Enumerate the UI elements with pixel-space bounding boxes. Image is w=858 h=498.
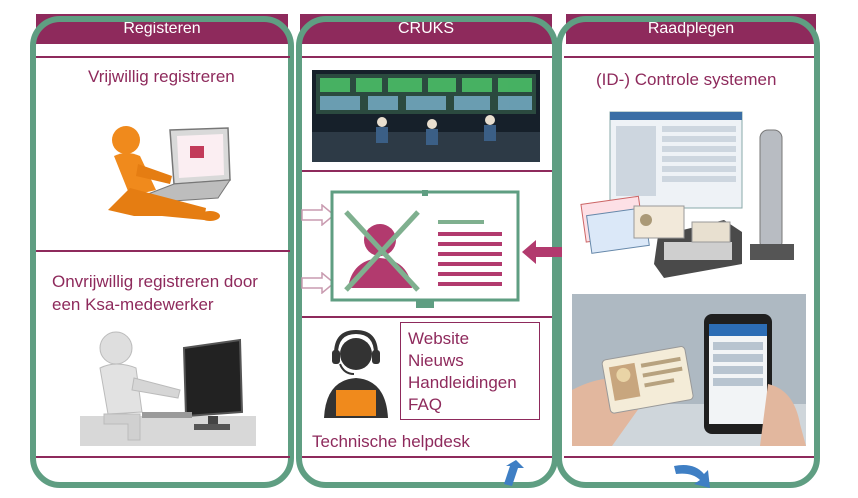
divider — [564, 56, 814, 58]
headset-agent-icon — [314, 328, 398, 422]
divider — [564, 456, 814, 458]
involuntary-label: Onvrijwillig registreren door een Ksa-me… — [52, 272, 258, 314]
phone-id-check-photo — [572, 294, 806, 446]
divider — [302, 456, 552, 458]
divider — [36, 56, 290, 58]
person-at-laptop-figure — [78, 98, 258, 228]
id-scanner-photo — [574, 104, 804, 284]
divider — [302, 170, 552, 172]
link-nieuws[interactable]: Nieuws — [408, 351, 464, 370]
arrow-down-icon — [672, 462, 712, 497]
divider — [302, 316, 552, 318]
link-faq[interactable]: FAQ — [408, 395, 443, 414]
header-raadplegen: Raadplegen — [566, 14, 816, 44]
divider — [302, 56, 552, 58]
crossed-out-profile-card-icon — [330, 190, 520, 308]
helpdesk-label: Technische helpdesk — [312, 432, 470, 451]
link-handleidingen[interactable]: Handleidingen — [408, 373, 517, 392]
divider — [36, 456, 290, 458]
arrow-left-icon — [522, 240, 562, 269]
links-box — [400, 322, 540, 420]
link-website[interactable]: Website — [408, 329, 470, 348]
control-room-photo — [312, 70, 540, 162]
arrow-right-icon — [300, 271, 336, 299]
systems-label: (ID-) Controle systemen — [596, 70, 777, 89]
panel-registeren — [30, 16, 294, 488]
person-at-desktop-figure — [80, 320, 256, 446]
voluntary-label: Vrijwillig registreren — [88, 67, 235, 86]
divider — [36, 250, 290, 252]
arrow-right-icon — [300, 203, 336, 231]
arrow-up-icon — [502, 460, 528, 491]
